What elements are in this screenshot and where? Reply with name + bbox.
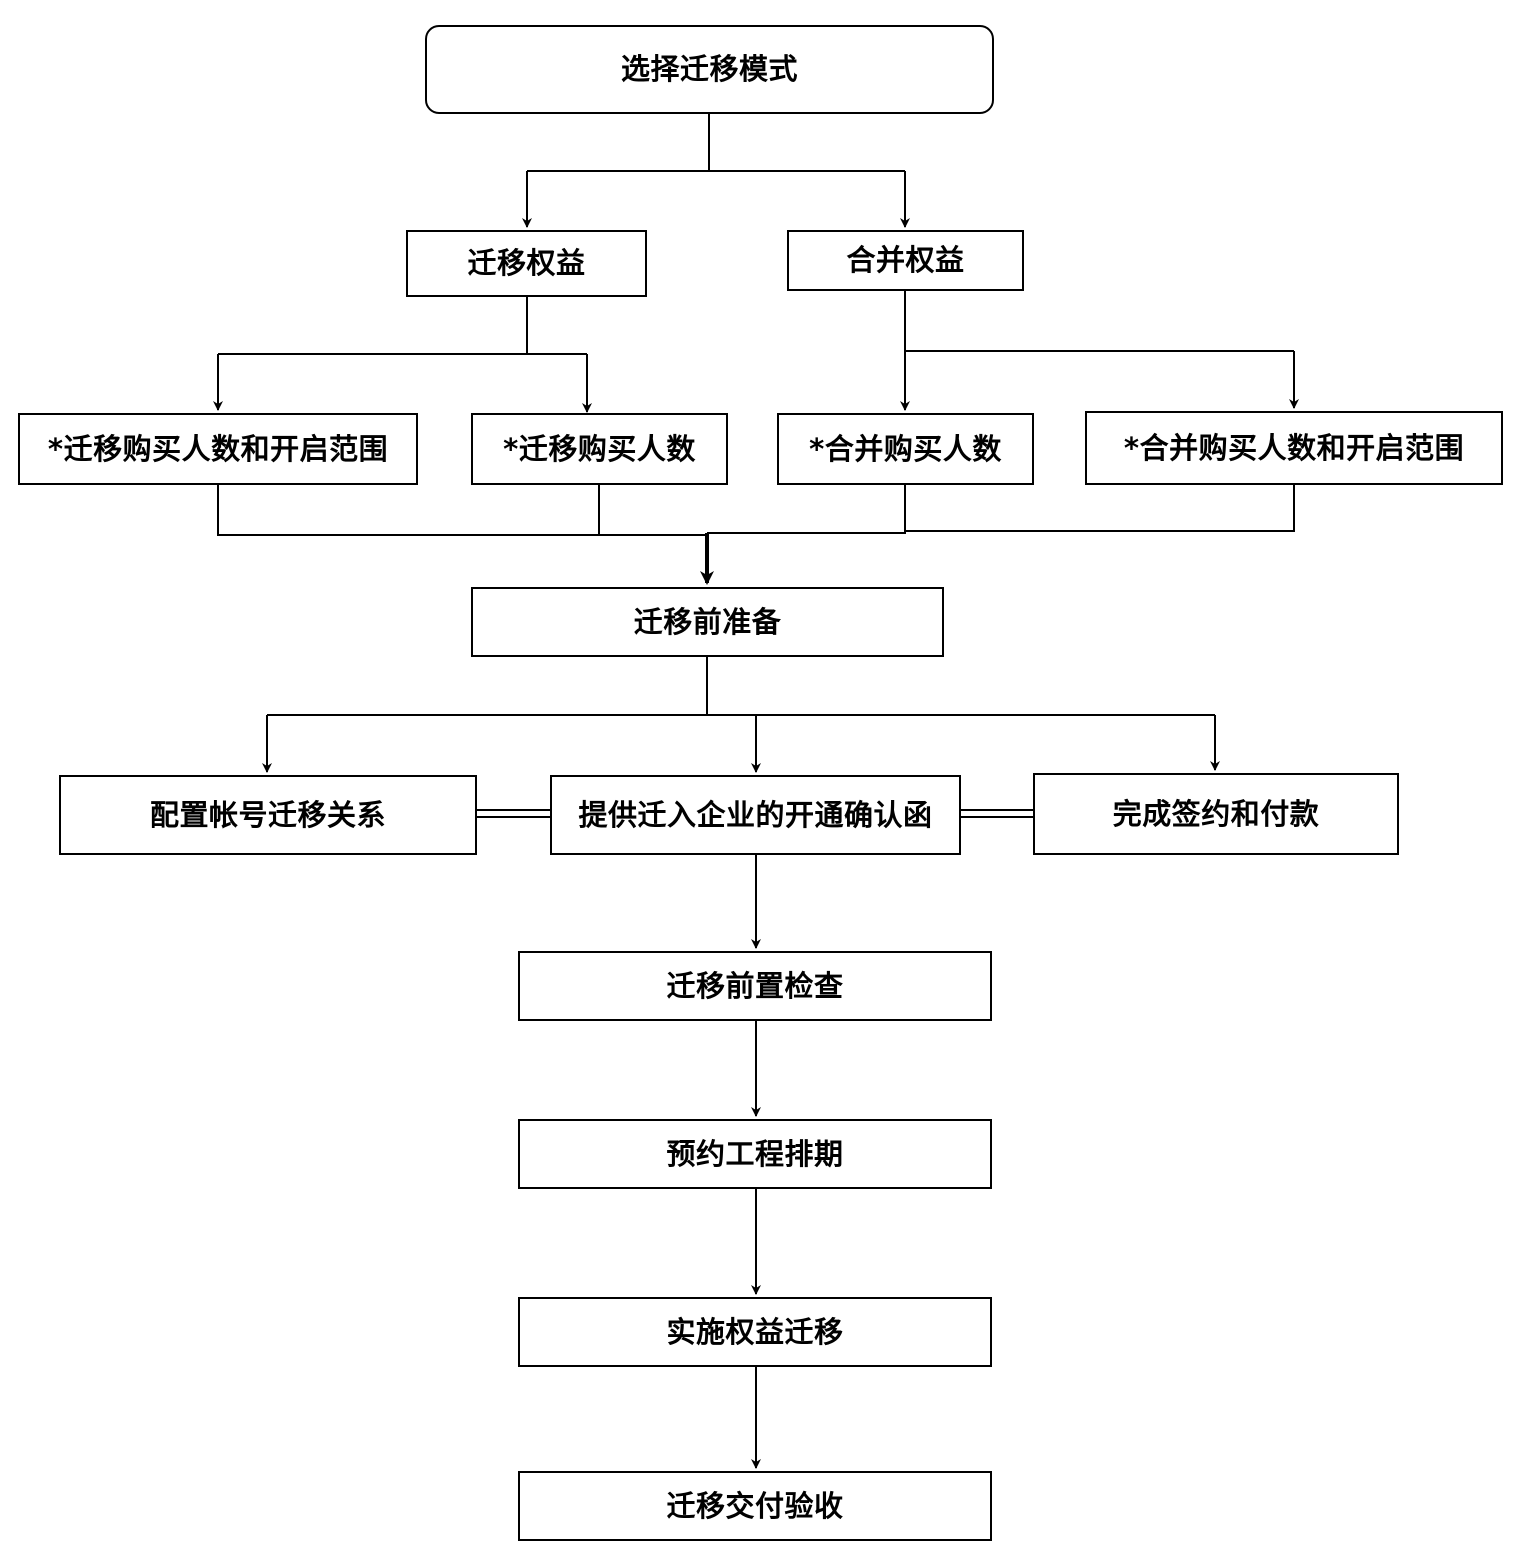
node-migrate-count-label: *迁移购买人数 [503,431,696,466]
node-migrate-count-scope: *迁移购买人数和开启范围 [18,413,418,485]
node-execute-label: 实施权益迁移 [666,1314,844,1349]
node-merge-count-label: *合并购买人数 [809,431,1002,466]
node-migrate-count-scope-label: *迁移购买人数和开启范围 [47,431,389,466]
node-sign-pay: 完成签约和付款 [1033,773,1399,855]
node-merge-count-scope: *合并购买人数和开启范围 [1085,411,1503,485]
node-select-mode-label: 选择迁移模式 [620,52,798,86]
node-pre-prepare: 迁移前准备 [471,587,944,657]
edge-migrate-rights-split [218,296,587,355]
node-provide-letter: 提供迁入企业的开通确认函 [550,775,961,855]
node-config-accounts: 配置帐号迁移关系 [59,775,477,855]
node-provide-letter-label: 提供迁入企业的开通确认函 [578,797,933,832]
node-acceptance-label: 迁移交付验收 [666,1488,844,1523]
edge-pre-prepare-split [267,656,1215,716]
link-config-provide [476,809,550,818]
edge-merge-options [217,484,1295,536]
node-select-mode: 选择迁移模式 [425,25,994,114]
edge-merge-rights-split [904,290,1294,352]
node-pre-prepare-label: 迁移前准备 [633,604,782,639]
node-pre-check-label: 迁移前置检查 [666,968,844,1003]
node-config-accounts-label: 配置帐号迁移关系 [149,797,386,832]
node-merge-count: *合并购买人数 [777,413,1034,485]
node-schedule-label: 预约工程排期 [666,1136,844,1171]
edge-select-to-branches [527,113,905,172]
node-merge-rights: 合并权益 [787,230,1024,291]
node-migrate-rights-label: 迁移权益 [467,246,586,280]
node-migrate-count: *迁移购买人数 [471,413,728,485]
node-merge-rights-label: 合并权益 [846,243,965,277]
link-provide-sign [960,809,1033,818]
node-schedule: 预约工程排期 [518,1119,992,1189]
node-migrate-rights: 迁移权益 [406,230,647,297]
node-acceptance: 迁移交付验收 [518,1471,992,1541]
node-sign-pay-label: 完成签约和付款 [1112,796,1320,831]
node-execute: 实施权益迁移 [518,1297,992,1367]
node-pre-check: 迁移前置检查 [518,951,992,1021]
node-merge-count-scope-label: *合并购买人数和开启范围 [1123,430,1465,465]
